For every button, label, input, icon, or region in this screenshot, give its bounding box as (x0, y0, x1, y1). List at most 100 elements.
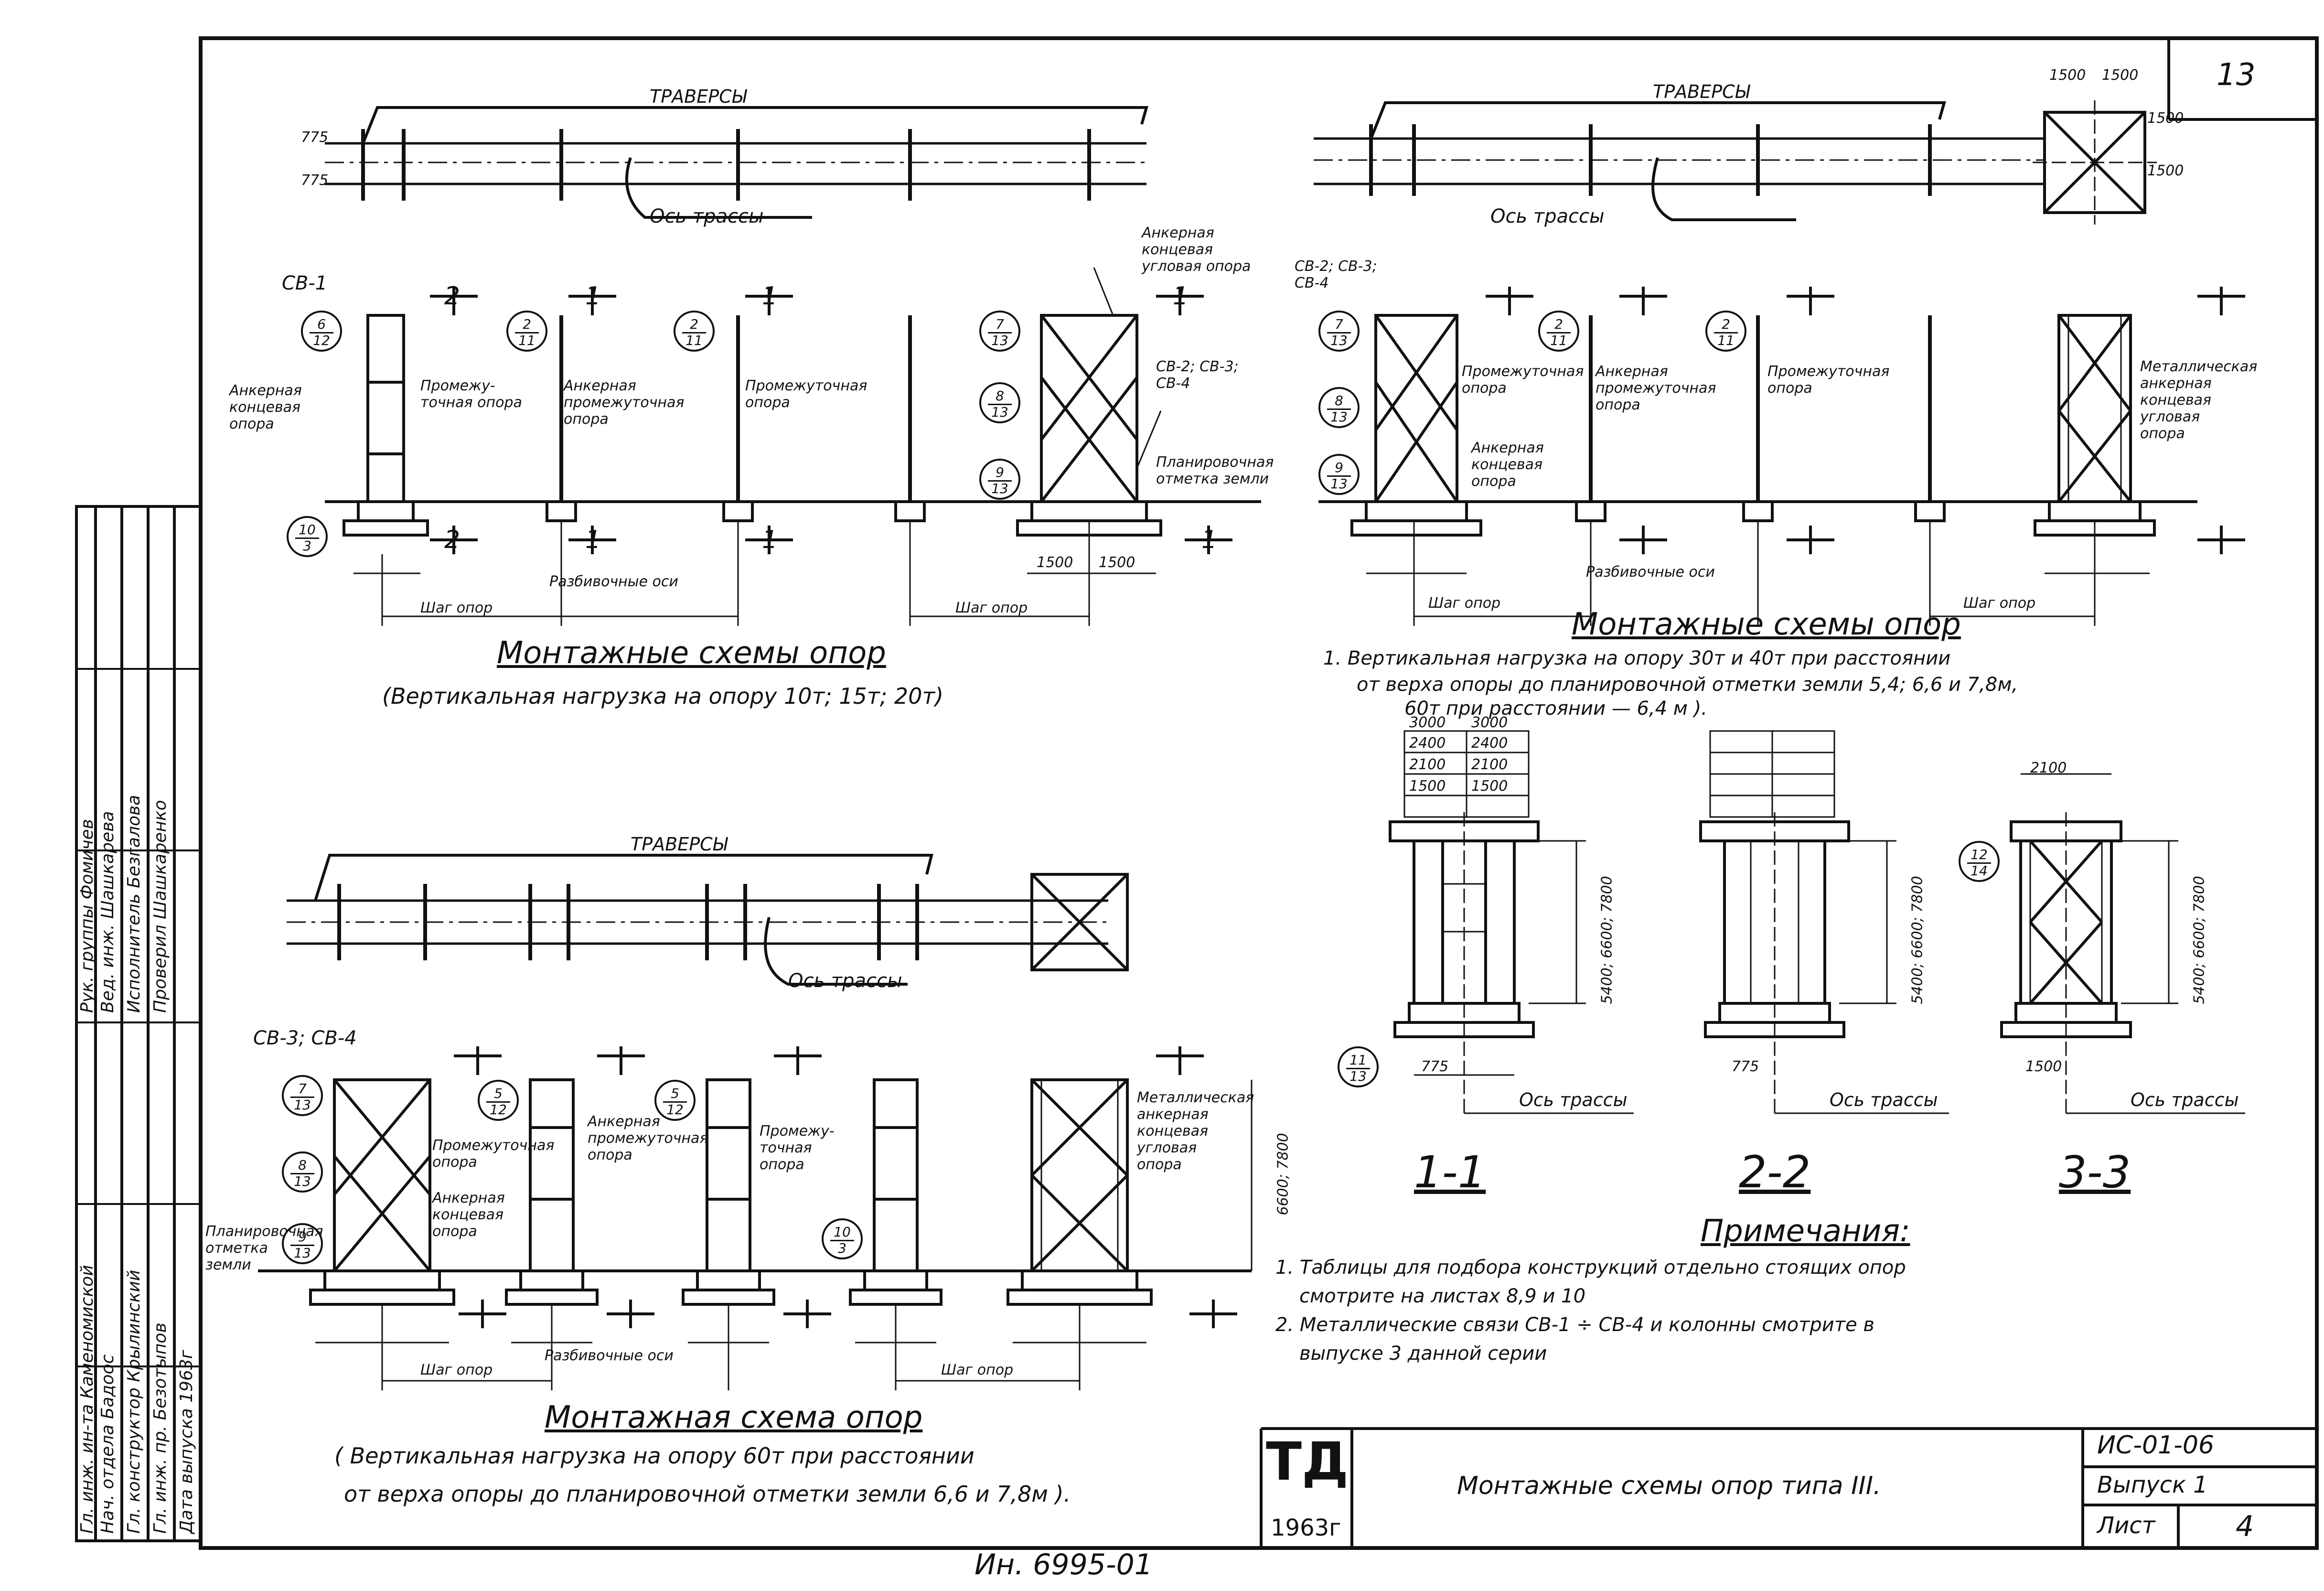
tr-sv-label: СВ-2; СВ-3; СВ-4 (1295, 258, 1377, 291)
tr-metal-anchor: Металлическая анкерная концевая угловая … (2140, 358, 2258, 442)
sec-dim-3000a: 3000 (1409, 714, 1446, 731)
tl-cut-4: 1 (1173, 282, 1189, 311)
sec-axis-11: Ось трассы (1519, 1089, 1628, 1110)
bl-anchor-intermediate: Анкерная промежуточная опора (588, 1113, 708, 1163)
stamp-row-3: Гл. конструктор Крылинский (124, 1269, 144, 1534)
bl-axis-label: Ось трассы (788, 970, 902, 992)
tl-cut-3: 1 (762, 282, 778, 311)
tr-note-2: от верха опоры до планировочной отметки … (1357, 674, 2018, 696)
tl-anchor-intermediate: Анкерная промежуточная опора (564, 377, 685, 428)
bl-traverse-label: ТРАВЕРСЫ (631, 834, 728, 855)
tr-title: Монтажные схемы опор (1572, 607, 1961, 642)
notes-line-1: 1. Таблицы для подбора конструкций отдел… (1275, 1257, 1906, 1279)
sec-axis-22: Ось трассы (1830, 1089, 1938, 1110)
tl-cut-7: 1 (762, 526, 778, 554)
section-2-2: 2-2 (1739, 1147, 1811, 1198)
bl-sv-label: СВ-3; СВ-4 (253, 1027, 357, 1049)
tl-break-axes: Разбивочные оси (549, 573, 678, 590)
title-block-title: Монтажные схемы опор типа III. (1457, 1472, 1881, 1500)
bl-note-2: от верха опоры до планировочной отметки … (344, 1481, 1071, 1507)
bl-intermediate2: Промежу-точная опора (760, 1123, 835, 1173)
tl-sv-right: СВ-2; СВ-3; СВ-4 (1156, 358, 1239, 392)
tr-inset-dim-4: 1500 (2147, 162, 2184, 179)
bl-note-1: ( Вертикальная нагрузка на опору 60т при… (334, 1443, 975, 1469)
tr-inset-dim-1: 1500 (2049, 67, 2086, 84)
stamp-row-8: Исполнитель Безгалова (124, 795, 144, 1013)
tr-anchor-end: Анкерная концевая опора (1471, 440, 1544, 490)
notes-line-2b: выпуске 3 данной серии (1299, 1343, 1547, 1365)
tr-step1: Шаг опор (1428, 595, 1501, 612)
notes-line-2: 2. Металлические связи СВ-1 ÷ СВ-4 и кол… (1275, 1314, 1874, 1336)
sec-d1500-33: 1500 (2025, 1058, 2062, 1075)
tr-inset-dim-3: 1500 (2147, 110, 2184, 127)
bl-step2: Шаг опор (941, 1362, 1014, 1378)
tl-cut-8: 1 (1201, 526, 1218, 554)
title-block-year: 1963г (1271, 1515, 1341, 1541)
sec-d775-22: 775 (1732, 1058, 1759, 1075)
sec-dim-1500a: 1500 (1409, 778, 1446, 795)
tl-plan-level: Планировочная отметка земли (1156, 454, 1274, 487)
tl-cut-5: 2 (444, 526, 461, 554)
sec-dim-2100a: 2100 (1409, 756, 1446, 773)
tr-break-axes: Разбивочные оси (1586, 564, 1715, 580)
bl-step1: Шаг опор (420, 1362, 493, 1378)
tl-cut-6: 1 (585, 526, 601, 554)
tr-intermediate2: Промежуточная опора (1767, 363, 1890, 397)
stamp-row-6: Рук. группы Фомичев (77, 819, 97, 1013)
tl-axis-label: Ось трассы (650, 205, 764, 227)
tr-step2: Шаг опор (1963, 595, 2036, 612)
tr-inset-dim-2: 1500 (2102, 67, 2139, 84)
title-block-sheet-no: 4 (2236, 1510, 2254, 1543)
title-block-logo: ТД (1266, 1431, 1349, 1492)
tl-intermediate: Промежу-точная опора (420, 377, 522, 411)
tr-intermediate: Промежуточная опора (1462, 363, 1584, 397)
sec-d2100-33: 2100 (2030, 760, 2067, 776)
stamp-row-4: Гл. инж. пр. Безотыпов (150, 1322, 170, 1534)
sec-dim-1500b: 1500 (1471, 778, 1508, 795)
tl-subtitle: (Вертикальная нагрузка на опору 10т; 15т… (382, 683, 944, 709)
sec-d775-11: 775 (1421, 1058, 1449, 1075)
sec-dim-2100b: 2100 (1471, 756, 1508, 773)
tr-traverse-label: ТРАВЕРСЫ (1653, 81, 1750, 102)
tl-d1500b: 1500 (1099, 554, 1135, 571)
tl-dim-775b: 775 (301, 172, 329, 189)
tr-axis-label: Ось трассы (1490, 205, 1605, 227)
title-block-issue: Выпуск 1 (2097, 1472, 2208, 1498)
tl-dim-775a: 775 (301, 129, 329, 146)
tl-sv-label: СВ-1 (282, 272, 328, 294)
tl-step2: Шаг опор (955, 600, 1028, 616)
tr-anchor-intermediate: Анкерная промежуточная опора (1596, 363, 1716, 413)
sec-dim-2400a: 2400 (1409, 735, 1446, 752)
bl-break-axes: Разбивочные оси (545, 1347, 674, 1364)
section-1-1: 1-1 (1414, 1147, 1486, 1198)
bl-height: 6600; 7800 (1274, 1133, 1292, 1215)
sec-height-22: 5400; 6600; 7800 (1909, 876, 1926, 1004)
sec-dim-2400b: 2400 (1471, 735, 1508, 752)
bl-intermediate: Промежуточная опора (432, 1137, 555, 1171)
tl-anchor-end: Анкерная концевая опора (229, 382, 302, 432)
tr-note-1: 1. Вертикальная нагрузка на опору 30т и … (1323, 647, 1951, 669)
stamp-row-1: Гл. инж. ин-та Каменомиской (77, 1265, 97, 1534)
stamp-row-2: Нач. отдела Бадоос (98, 1354, 118, 1534)
stamp-row-7: Вед. инж. Шашкарева (98, 811, 118, 1013)
inventory-number: Ин. 6995-01 (975, 1548, 1153, 1581)
tr-note-3: 60т при расстоянии — 6,4 м ). (1404, 698, 1708, 720)
stamp-row-9: Проверил Шашкаренко (150, 800, 170, 1013)
sec-axis-33: Ось трассы (2131, 1089, 2239, 1110)
